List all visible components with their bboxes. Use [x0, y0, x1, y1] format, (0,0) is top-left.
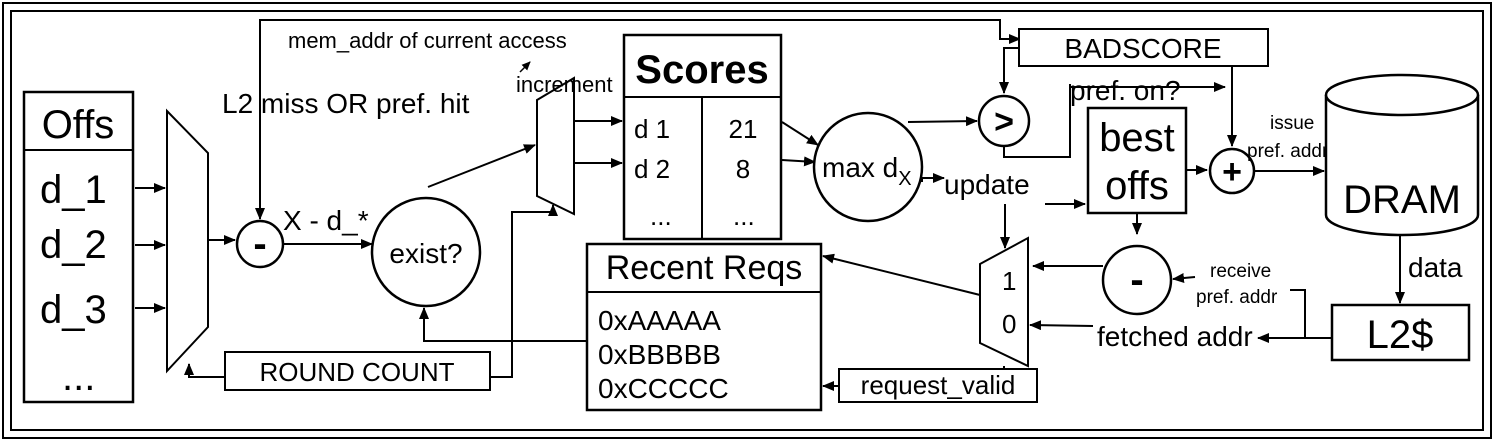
scores-key-1: d 1 — [634, 114, 670, 144]
recent-req-1: 0xAAAAA — [598, 305, 721, 336]
exist-node — [370, 196, 482, 308]
receive-label: receive — [1210, 261, 1271, 282]
issue-label: issue — [1270, 113, 1314, 134]
exist-label: exist? — [389, 238, 462, 269]
mux-input-zero: 0 — [1002, 309, 1016, 339]
data-label: data — [1408, 252, 1463, 283]
scores-table: Scores d 1 21 d 2 8 ... ... — [622, 33, 783, 241]
scores-val-more: ... — [733, 201, 755, 231]
pref-on-label: pref. on? — [1070, 75, 1181, 106]
max-label: max dX — [822, 152, 912, 190]
best-offs-line1: best — [1099, 116, 1175, 160]
offs-table: Offs d_1 d_2 d_3 ... — [22, 90, 135, 404]
compare-symbol: > — [994, 103, 1014, 141]
l2-miss-label: L2 miss OR pref. hit — [222, 88, 470, 119]
inner-frame — [10, 10, 1484, 431]
badscore-label: BADSCORE — [1064, 33, 1221, 64]
scores-val-1: 21 — [729, 114, 758, 144]
fetched-addr-label: fetched addr — [1097, 321, 1253, 352]
best-offs-line2: offs — [1105, 164, 1169, 208]
increment-mux — [536, 76, 575, 216]
subtract-node — [235, 219, 285, 269]
l2-label: L2$ — [1367, 313, 1434, 357]
offs-item-1: d_1 — [40, 168, 107, 212]
offs-title: Offs — [42, 103, 115, 147]
l2-box — [1330, 303, 1471, 362]
select-mux — [979, 236, 1029, 368]
recent-req-2: 0xBBBBB — [598, 339, 721, 370]
add-symbol: + — [1222, 153, 1242, 191]
offs-item-3: d_3 — [40, 288, 107, 332]
request-valid-label: request_valid — [861, 370, 1016, 400]
scores-title: Scores — [635, 48, 768, 92]
dram-label: DRAM — [1343, 178, 1461, 222]
subtract-symbol: - — [253, 222, 266, 266]
update-label: update — [944, 169, 1030, 200]
increment-label: increment — [516, 72, 613, 97]
subtract-symbol-2: - — [1130, 258, 1143, 302]
scores-key-2: d 2 — [634, 154, 670, 184]
best-offs-box — [1086, 106, 1188, 215]
pref-addr-label: pref. addr — [1247, 141, 1329, 162]
mem-addr-label: mem_addr of current access — [288, 28, 567, 53]
x-minus-label: X - d_* — [283, 205, 369, 236]
round-count-label: ROUND COUNT — [260, 357, 455, 387]
offs-item-more: ... — [62, 355, 95, 399]
badscore-box — [1018, 28, 1269, 67]
dram-cylinder: DRAM — [1324, 73, 1480, 237]
offs-mux — [166, 108, 209, 374]
recent-req-3: 0xCCCCC — [598, 373, 729, 404]
recent-reqs-table: Recent Reqs 0xAAAAA 0xBBBBB 0xCCCCC — [585, 242, 823, 412]
offs-item-2: d_2 — [40, 223, 107, 267]
mux-input-one: 1 — [1002, 266, 1016, 296]
round-count-box — [224, 351, 491, 391]
receive-addr-label: pref. addr — [1196, 287, 1278, 308]
scores-key-more: ... — [650, 201, 672, 231]
subtract-node-2 — [1101, 244, 1173, 316]
recent-reqs-title: Recent Reqs — [606, 249, 803, 287]
scores-val-2: 8 — [736, 154, 750, 184]
max-node — [812, 111, 924, 223]
